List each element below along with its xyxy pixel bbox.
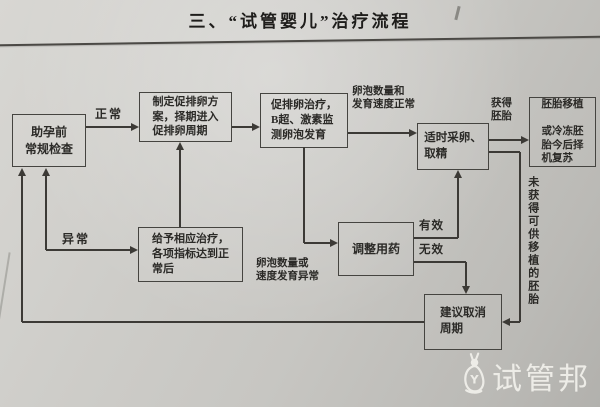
edge-abnormal-arrowhead-icon xyxy=(130,246,138,254)
edge-follicle-normal-arrowhead-icon xyxy=(409,129,417,137)
page-edge-shadow xyxy=(0,252,11,324)
node-transfer: 胚胎移植 或冷冻胚 胎今后择 机复苏 xyxy=(529,97,596,167)
node-adjust: 调整用药 xyxy=(338,222,414,276)
kangaroo-icon: Y xyxy=(458,352,490,399)
edge-cancel-feedback-vline xyxy=(21,176,23,322)
edge-effective-arrowhead-icon xyxy=(454,170,462,178)
edge-label-no-embryo: 未获得可供移植的胚胎 xyxy=(526,176,539,306)
edge-ineffective-arrowhead-icon xyxy=(462,286,470,294)
node-treatment: 给予相应治疗， 各项指标达到正 常后 xyxy=(138,227,243,282)
edge-abnormal-vline xyxy=(45,176,47,250)
edge-no-embryo-arrowhead-icon xyxy=(502,318,510,326)
edge-no-embryo-hline-bottom xyxy=(510,321,520,323)
edge-label-effective: 有效 xyxy=(419,220,444,232)
node-cancel: 建议取消 周期 xyxy=(424,294,502,350)
edge-effective-hline xyxy=(414,237,458,239)
edge-follicle-abnormal-arrowhead-icon xyxy=(330,239,338,247)
edge-cancel-feedback-arrowhead-icon xyxy=(18,168,26,176)
edge-label-abnormal: 异常 xyxy=(62,232,91,246)
node-retrieval: 适时采卵、 取精 xyxy=(417,123,489,170)
edge-no-embryo-vline xyxy=(519,152,521,322)
edge-normal-arrowhead-icon xyxy=(131,123,139,131)
edge-ineffective-hline xyxy=(414,261,466,263)
edge-no-embryo-hline-top xyxy=(489,151,520,153)
edge-follicle-normal-line xyxy=(348,132,409,134)
edge-effective-vline xyxy=(457,178,459,238)
edge-label-follicle-abnormal: 卵泡数量或 速度发育异常 xyxy=(256,258,319,283)
title-divider xyxy=(0,35,600,47)
edge-follicle-abnormal-vline xyxy=(303,147,305,243)
edge-treatment-plan-line xyxy=(179,150,181,227)
node-pre-check: 助孕前 常规检查 xyxy=(12,114,86,167)
edge-follicle-abnormal-hline xyxy=(304,242,330,244)
edge-label-follicle-normal: 卵泡数量和 发育速度正常 xyxy=(352,86,415,111)
watermark-text: 试管邦 xyxy=(492,361,591,397)
edge-label-ineffective: 无效 xyxy=(419,244,444,256)
page-title: 三、“试管婴儿”治疗流程 xyxy=(188,12,412,31)
svg-text:Y: Y xyxy=(469,373,479,387)
edge-abnormal-hline xyxy=(46,249,130,251)
node-stimulation: 促排卵治疗， B超、激素监 测卵泡发育 xyxy=(260,93,348,148)
edge-normal-line xyxy=(86,126,131,128)
edge-treatment-plan-arrowhead-icon xyxy=(176,142,184,150)
edge-ineffective-vline xyxy=(465,262,467,287)
node-plan: 制定促排卵方 案，择期进入 促排卵周期 xyxy=(139,92,232,142)
edge-plan-stim-arrowhead-icon xyxy=(252,123,260,131)
edge-abnormal-up-arrowhead-icon xyxy=(42,168,50,176)
edge-plan-stim-line xyxy=(232,126,252,128)
edge-embryo-arrowhead-icon xyxy=(521,136,529,144)
edge-embryo-line xyxy=(489,139,521,141)
edge-cancel-feedback-hline xyxy=(22,321,424,323)
watermark: Y 试管邦 xyxy=(458,352,591,399)
edge-label-embryo-obtained: 获得 胚胎 xyxy=(491,98,512,123)
edge-label-normal: 正常 xyxy=(95,107,124,121)
